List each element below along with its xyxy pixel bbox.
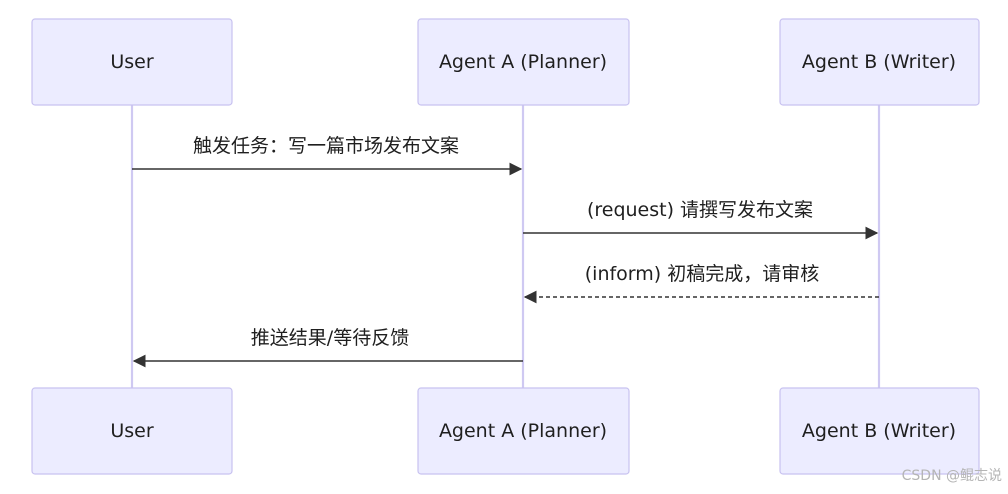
actor-top-agent-a-label: Agent A (Planner) <box>439 51 607 73</box>
message-3-label: (inform) 初稿完成，请审核 <box>585 263 820 285</box>
actor-top-agent-b: Agent B (Writer) <box>779 18 980 106</box>
actor-bottom-user-label: User <box>110 420 153 442</box>
message-4-label: 推送结果/等待反馈 <box>251 327 409 349</box>
actor-top-user: User <box>31 18 233 106</box>
message-3: (inform) 初稿完成，请审核 <box>523 263 879 304</box>
actor-bottom-agent-b-label: Agent B (Writer) <box>802 420 956 442</box>
actor-bottom-agent-a-label: Agent A (Planner) <box>439 420 607 442</box>
actor-top-agent-a: Agent A (Planner) <box>417 18 630 106</box>
actor-bottom-agent-b: Agent B (Writer) <box>779 387 980 475</box>
message-2: (request) 请撰写发布文案 <box>523 199 879 240</box>
actor-bottom-user: User <box>31 387 233 475</box>
actor-bottom-agent-a: Agent A (Planner) <box>417 387 630 475</box>
message-1: 触发任务：写一篇市场发布文案 <box>132 135 523 176</box>
message-4: 推送结果/等待反馈 <box>132 327 523 368</box>
actor-top-user-label: User <box>110 51 153 73</box>
message-1-label: 触发任务：写一篇市场发布文案 <box>193 135 459 157</box>
watermark: CSDN @鲲志说 <box>902 468 1002 484</box>
message-2-label: (request) 请撰写发布文案 <box>587 199 813 221</box>
actor-top-agent-b-label: Agent B (Writer) <box>802 51 956 73</box>
